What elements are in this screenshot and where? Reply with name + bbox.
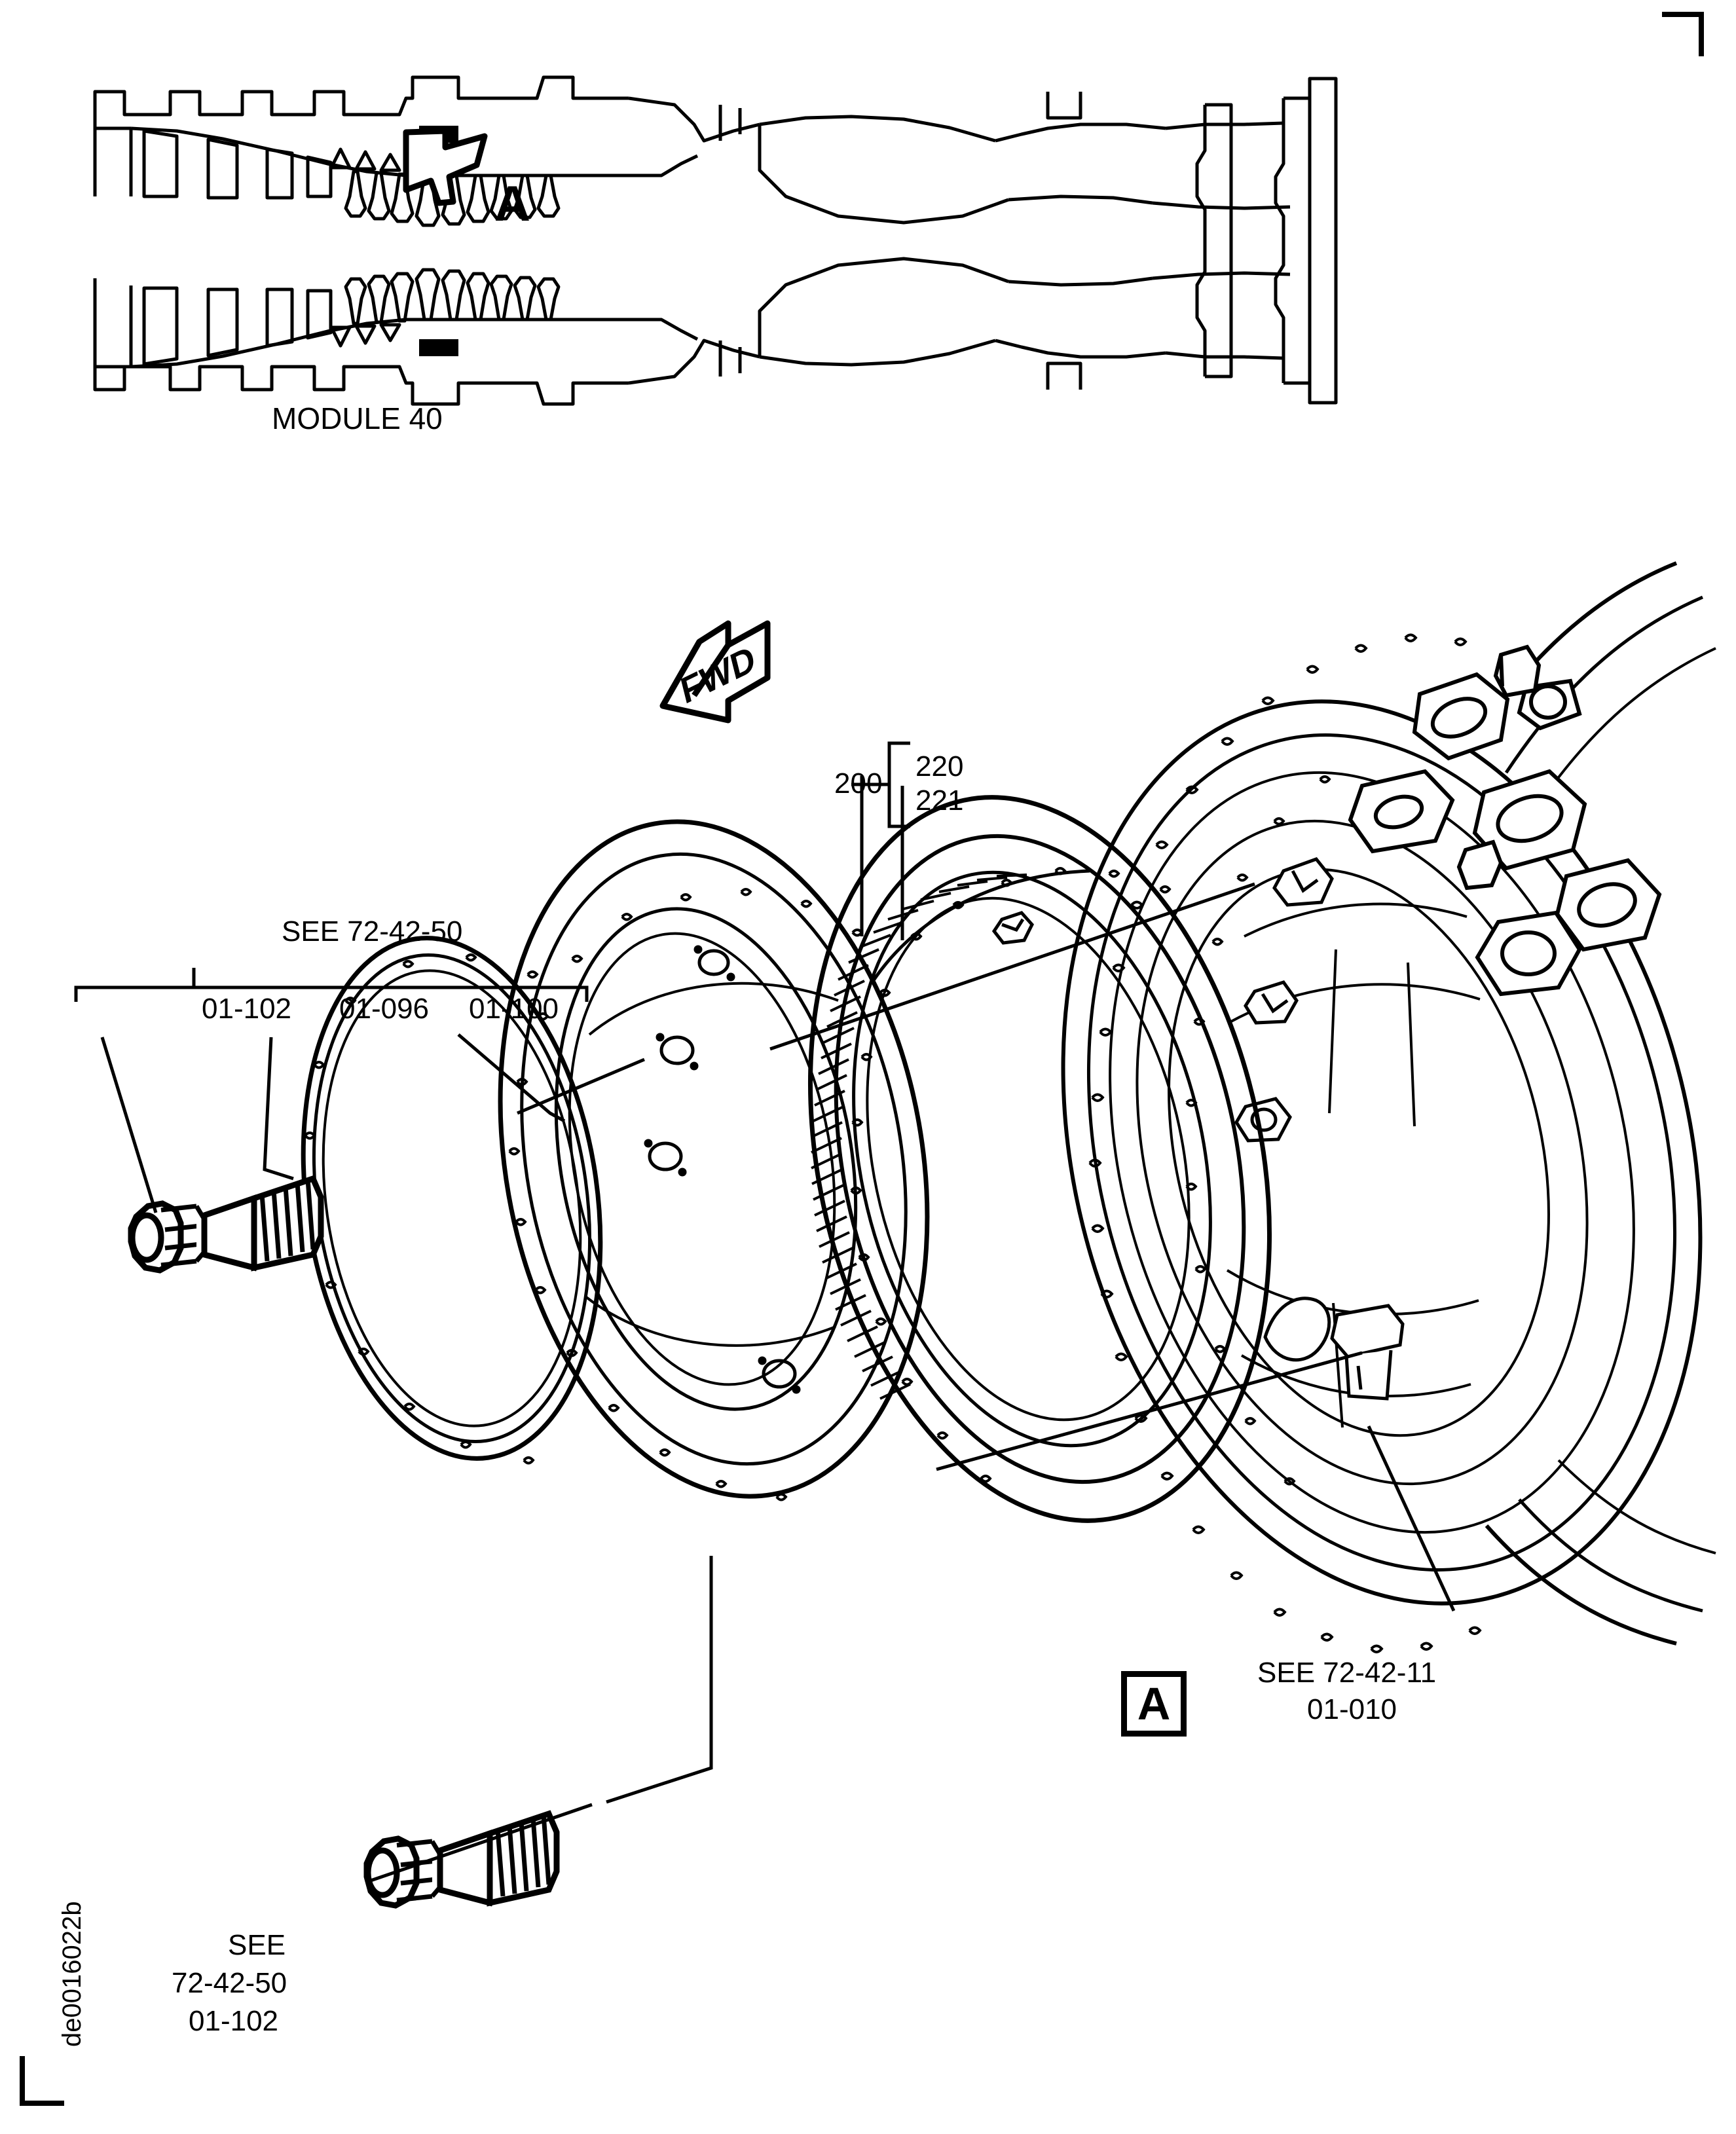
casing-mount-pads <box>1348 644 1662 997</box>
right-callout-line1: SEE 72‑42‑11 <box>1257 1657 1437 1689</box>
casing-internal-brackets <box>1234 857 1405 1401</box>
honeycomb-seal-ring <box>807 795 1272 1523</box>
part-number-01-096: 01‑096 <box>339 993 430 1025</box>
right-callout-line2: 01‑010 <box>1307 1693 1397 1725</box>
module-caption: MODULE 40 <box>272 401 443 435</box>
key-view-letter-a: A <box>494 176 530 232</box>
bracket-top <box>74 985 589 1002</box>
corner-mark-top-right <box>1662 12 1704 56</box>
part-number-01-100: 01‑100 <box>469 993 559 1025</box>
section-marker-lower <box>419 339 458 356</box>
leader-lines <box>74 741 1456 1883</box>
seal-ring <box>301 936 603 1465</box>
bottom-callout-line1: SEE <box>228 1929 286 1961</box>
key-view-arrow-a <box>403 128 488 206</box>
bottom-callout-line2: 72‑42‑50 <box>172 1967 287 1999</box>
bolt-lower <box>363 1810 560 1909</box>
item-200: 200 <box>834 767 883 800</box>
engine-cross-section-upper <box>93 75 1338 262</box>
bolt-upper <box>128 1175 324 1274</box>
figure-code: de0016022b <box>58 1901 86 2047</box>
item-221: 221 <box>915 784 964 817</box>
turbine-casing <box>1061 561 1716 1653</box>
flanged-ring <box>498 819 930 1501</box>
corner-mark-bottom-left <box>20 2056 64 2106</box>
part-number-01-102: 01‑102 <box>202 993 292 1025</box>
engine-cross-section-lower <box>93 219 1338 406</box>
left-group-header: SEE 72‑42‑50 <box>282 915 463 947</box>
bottom-callout-line3: 01‑102 <box>189 2005 279 2037</box>
detail-view-letter-box: A <box>1121 1671 1187 1737</box>
item-220: 220 <box>915 750 964 782</box>
